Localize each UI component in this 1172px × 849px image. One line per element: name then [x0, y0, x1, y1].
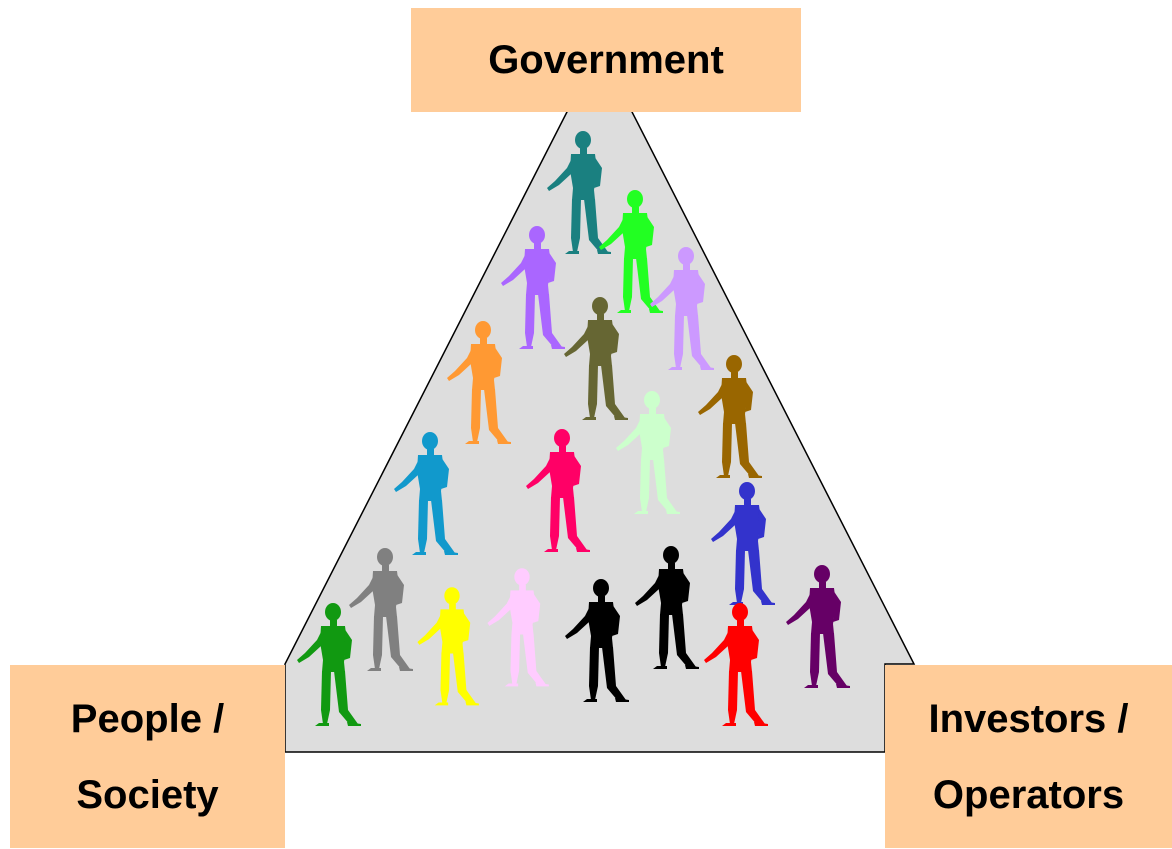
investors-operators-node: Investors / Operators: [885, 665, 1172, 848]
government-node: Government: [411, 8, 801, 112]
government-label: Government: [488, 38, 724, 82]
investors-label-line-2: Operators: [932, 772, 1125, 817]
people-label-line-1: People /: [70, 696, 225, 741]
people-society-node: People / Society: [10, 665, 285, 848]
people-label-line-2: Society: [76, 772, 219, 817]
investors-label-line-1: Investors /: [928, 696, 1129, 741]
